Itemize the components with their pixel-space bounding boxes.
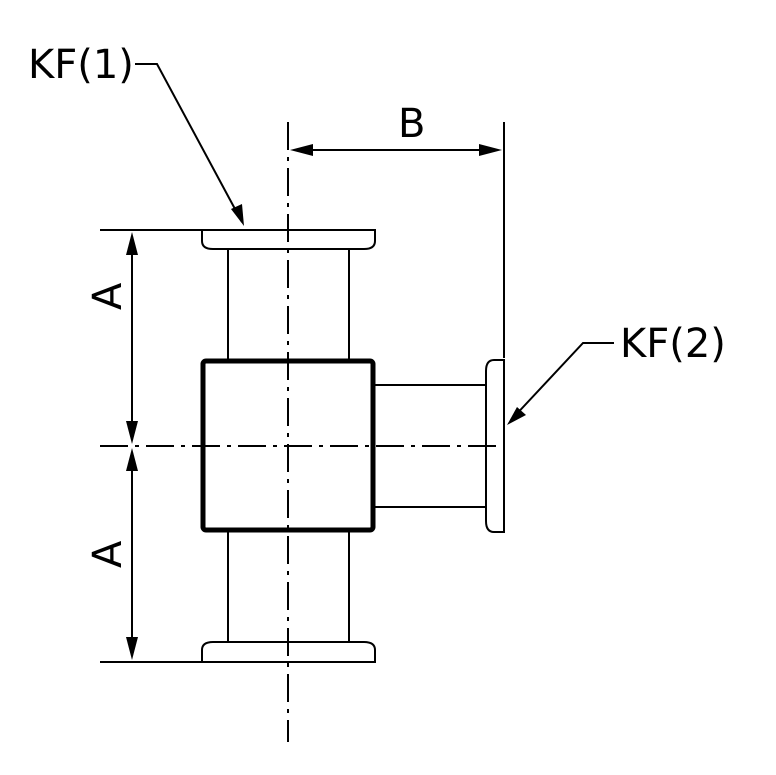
tee-body: [200, 358, 376, 533]
lower-tube: [227, 532, 350, 642]
arrow-up-icon: [126, 448, 138, 471]
dimension-a-upper-label: A: [85, 282, 131, 310]
upper-flange: [201, 229, 376, 250]
leader-kf1: [135, 63, 244, 226]
arrow-down-icon: [126, 637, 138, 660]
arrow-right-icon: [479, 144, 502, 156]
side-flange: [485, 359, 505, 533]
leader-arrow-icon: [231, 204, 244, 226]
leader-kf2: [507, 342, 614, 425]
dimension-a-upper: [126, 232, 138, 444]
lower-flange: [201, 641, 376, 663]
leader-arrow-icon: [507, 407, 526, 425]
arrow-down-icon: [126, 421, 138, 444]
dimension-a-lower-label: A: [85, 540, 131, 568]
arrow-up-icon: [126, 232, 138, 255]
dimension-a-lower: [126, 448, 138, 660]
dimension-a-extension-lines: [100, 229, 202, 663]
kf2-label: KF(2): [620, 321, 726, 367]
arrow-left-icon: [290, 144, 313, 156]
dimension-b: [290, 122, 505, 358]
dimension-b-label: B: [398, 101, 425, 147]
kf1-label: KF(1): [28, 42, 134, 88]
upper-tube: [227, 249, 350, 359]
side-tube: [375, 384, 486, 508]
